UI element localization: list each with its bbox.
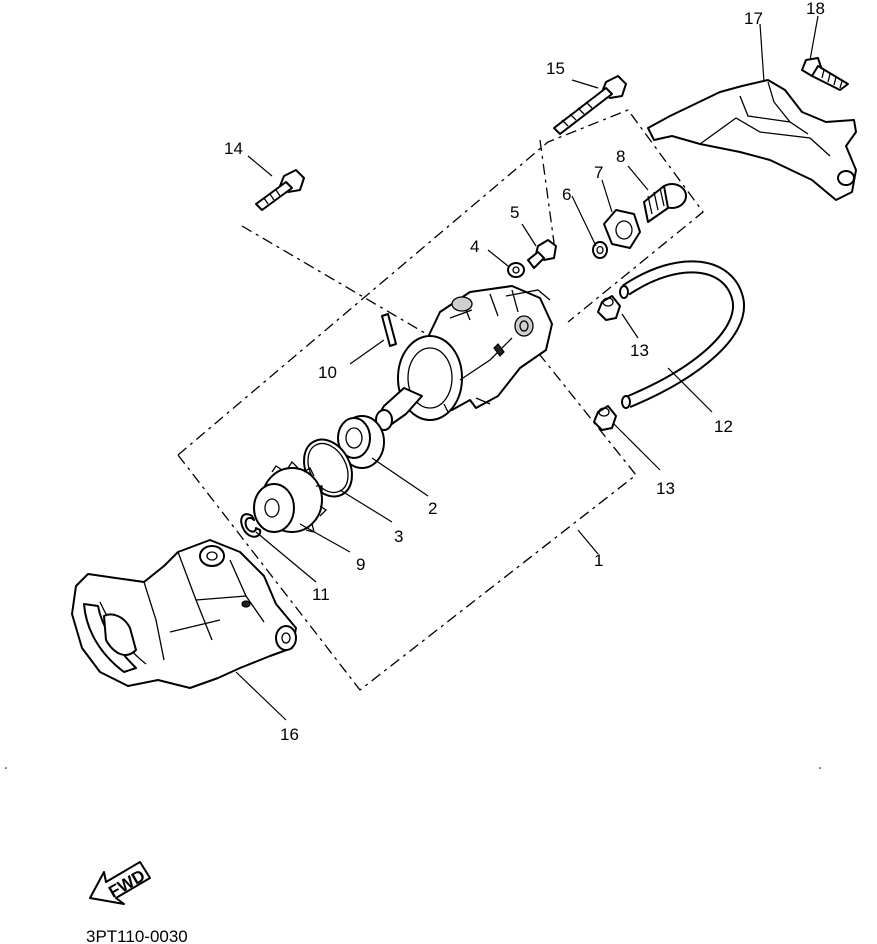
callout-18: 18 <box>806 0 825 18</box>
callout-1: 1 <box>594 551 603 570</box>
callout-13-lower: 13 <box>656 479 675 498</box>
bolt-part-5 <box>527 239 557 269</box>
callout-10: 10 <box>318 363 337 382</box>
assembly-outline-1 <box>177 109 704 691</box>
callout-17: 17 <box>744 9 763 28</box>
callout-numbers: 1 2 3 4 5 6 7 8 9 10 11 12 13 13 14 15 1… <box>224 0 825 744</box>
callout-4: 4 <box>470 237 479 256</box>
figure-code: 3PT110-0030 <box>86 927 188 944</box>
washer-part-4 <box>507 262 525 278</box>
washer-part-6 <box>592 241 608 259</box>
callout-13-upper: 13 <box>630 341 649 360</box>
clamp-part-13-upper <box>597 295 621 321</box>
callout-8: 8 <box>616 147 625 166</box>
callout-7: 7 <box>594 163 603 182</box>
callout-11: 11 <box>312 585 330 604</box>
bolt-part-14 <box>255 169 305 211</box>
callout-5: 5 <box>510 203 519 222</box>
callout-3: 3 <box>394 527 403 546</box>
gear-part-9 <box>253 460 328 533</box>
bolt-part-15 <box>553 75 627 135</box>
hose-part-12 <box>619 260 746 409</box>
tapping-screw-part-18 <box>801 57 849 91</box>
callout-12: 12 <box>714 417 733 436</box>
housing-part-16 <box>71 539 297 689</box>
callout-2: 2 <box>428 499 437 518</box>
circlip-part-11 <box>240 513 262 538</box>
callout-6: 6 <box>562 185 571 204</box>
bearing-part-2 <box>337 415 385 469</box>
banjo-bolt-part-8 <box>643 183 687 223</box>
callout-15: 15 <box>546 59 565 78</box>
pin-part-10 <box>381 313 397 347</box>
callout-14: 14 <box>224 139 243 158</box>
nut-part-7 <box>603 209 641 249</box>
callout-16: 16 <box>280 725 299 744</box>
oil-pump-body <box>375 285 553 431</box>
clamp-part-13-lower <box>593 405 617 431</box>
leader-lines <box>235 15 819 721</box>
callout-9: 9 <box>356 555 365 574</box>
bracket-part-17 <box>647 79 857 201</box>
fwd-arrow-icon: FWD <box>89 861 151 905</box>
